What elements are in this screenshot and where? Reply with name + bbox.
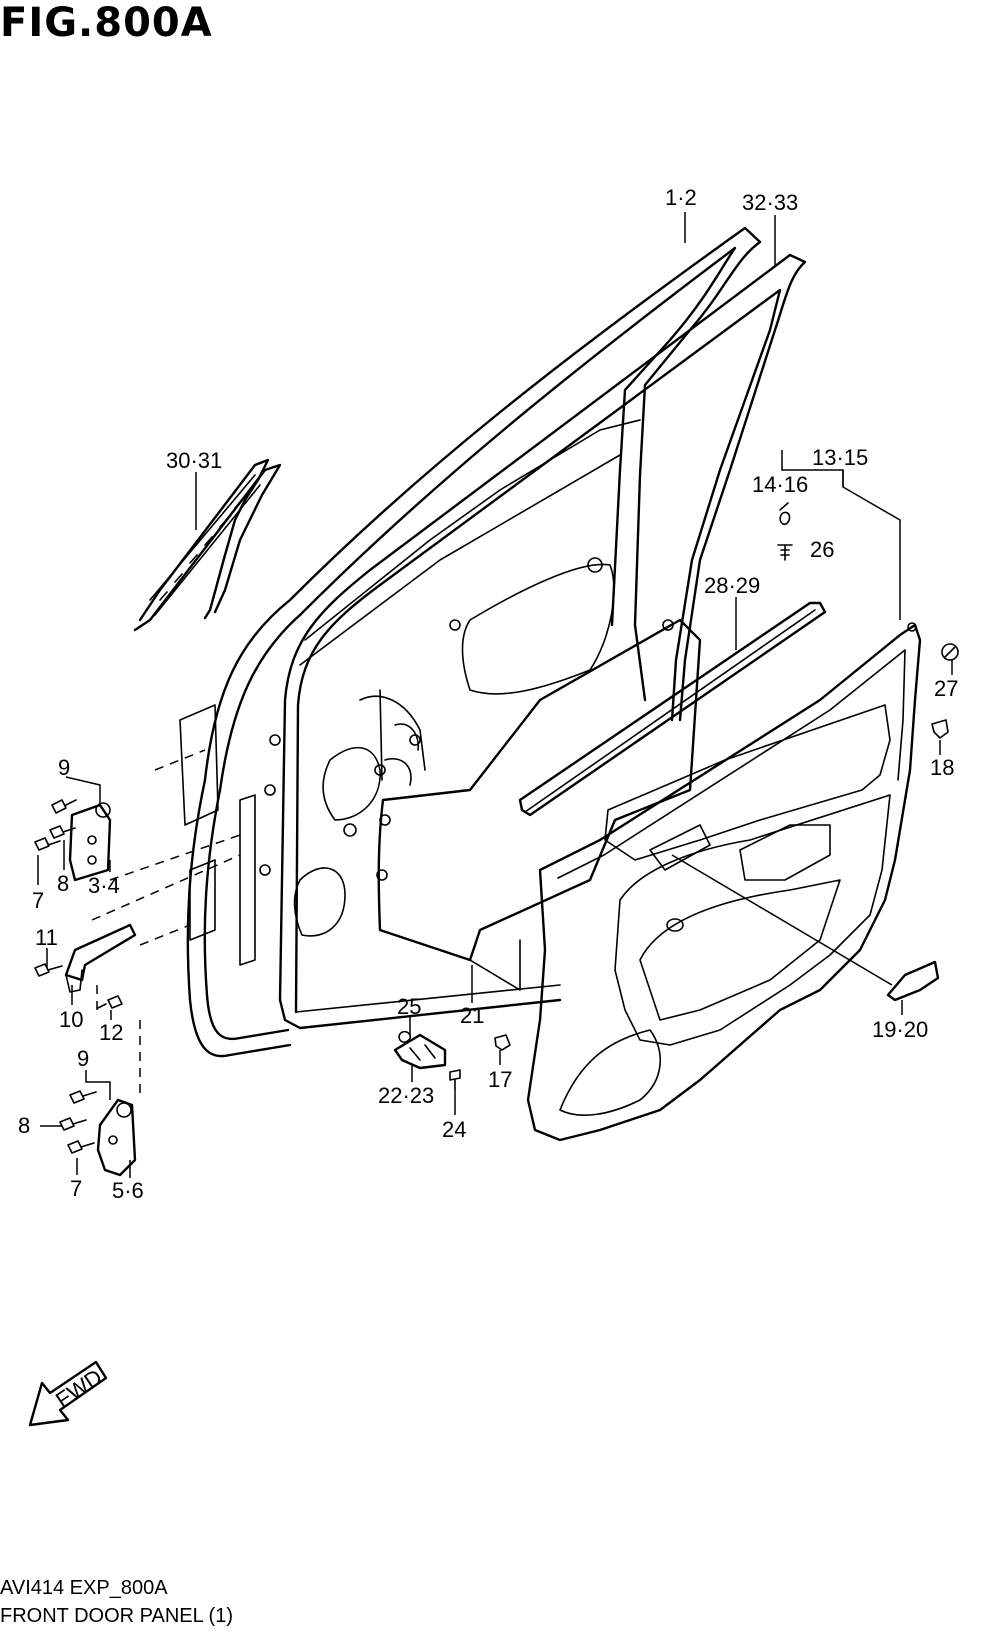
- clip-17: [494, 1034, 511, 1051]
- callout-30-31: 30·31: [166, 448, 222, 473]
- clip-18: [931, 719, 949, 739]
- callout-21: 21: [460, 1003, 484, 1028]
- belt-molding-part: [518, 601, 827, 817]
- callout-14-16: 14·16: [752, 472, 808, 497]
- callout-9-lower: 9: [77, 1046, 89, 1071]
- callout-28-29: 28·29: [704, 573, 760, 598]
- callout-12: 12: [99, 1020, 123, 1045]
- bracket-22-23: [393, 1033, 447, 1070]
- bolts-group: [34, 799, 123, 1154]
- upper-hinge-part: [68, 802, 112, 882]
- diagram-code: AVI414 EXP_800A: [0, 1577, 168, 1599]
- callout-7-lower: 7: [70, 1176, 82, 1201]
- screw-24: [449, 1069, 461, 1089]
- cap-27: [941, 643, 959, 661]
- callout-5-6: 5·6: [112, 1178, 144, 1203]
- handle-bezel-part: [886, 960, 940, 1002]
- callout-25: 25: [397, 994, 421, 1019]
- callout-3-4: 3·4: [88, 873, 120, 898]
- callout-9-upper: 9: [58, 755, 70, 780]
- figure-title: FIG.800A: [0, 0, 213, 46]
- window-channel-part: [133, 458, 282, 632]
- door-frame-part: [179, 226, 762, 1058]
- fwd-label: FWD: [51, 1364, 107, 1413]
- callout-19-20: 19·20: [872, 1017, 928, 1042]
- diagram-caption: FRONT DOOR PANEL (1): [0, 1605, 233, 1627]
- callout-11: 11: [35, 925, 58, 950]
- callout-32-33: 32·33: [742, 190, 798, 215]
- callout-8-lower: 8: [18, 1113, 30, 1138]
- callout-18: 18: [930, 755, 954, 780]
- callout-27: 27: [934, 676, 958, 701]
- clip-25: [398, 1030, 412, 1043]
- callout-1-2: 1·2: [665, 185, 697, 210]
- callout-17: 17: [488, 1067, 512, 1092]
- callout-22-23: 22·23: [378, 1083, 434, 1108]
- door-check-part: [64, 923, 137, 993]
- callout-26: 26: [810, 537, 834, 562]
- fwd-arrow-icon: FWD: [28, 1360, 108, 1427]
- lower-hinge-part: [96, 1098, 137, 1177]
- screw-26: [777, 544, 793, 561]
- fastener-14-16: [779, 502, 791, 526]
- callout-13-15: 13·15: [812, 445, 868, 470]
- inner-panel-21: [377, 618, 702, 962]
- door-trim-panel: [526, 622, 922, 1142]
- callout-10: 10: [59, 1007, 83, 1032]
- leader-lines: [37, 212, 953, 1178]
- callout-24: 24: [442, 1117, 466, 1142]
- callout-8-upper: 8: [57, 871, 69, 896]
- callout-7-upper: 7: [32, 888, 44, 913]
- weatherstrip-part: [278, 253, 807, 1002]
